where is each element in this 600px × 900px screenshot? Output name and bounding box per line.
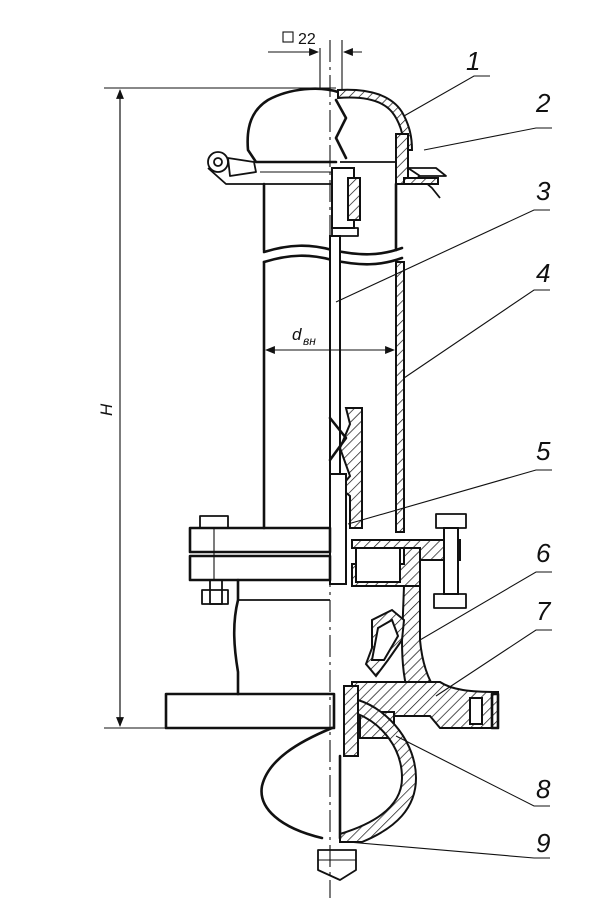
callout-2: 2	[535, 88, 551, 118]
bottom-flange	[164, 681, 500, 730]
middle-flange	[188, 513, 467, 609]
valve-bowl	[260, 685, 418, 881]
callout-9: 9	[536, 828, 550, 858]
diameter-dimension: d вн	[265, 325, 395, 354]
right-latch	[403, 167, 447, 199]
diameter-subscript: вн	[303, 334, 316, 348]
cap-latch	[207, 151, 334, 185]
callout-8: 8	[536, 774, 551, 804]
valve-stem	[328, 235, 363, 585]
diameter-label: d	[292, 325, 302, 344]
callout-4: 4	[536, 258, 550, 288]
square-dimension: 22	[268, 31, 362, 90]
callout-7: 7	[536, 596, 552, 626]
column-body	[262, 167, 405, 533]
leader-lines	[335, 75, 552, 859]
hydrant-cap	[246, 87, 414, 185]
callout-6: 6	[536, 538, 551, 568]
height-label: H	[97, 403, 116, 416]
callout-5: 5	[536, 436, 551, 466]
square-dimension-value: 22	[298, 31, 316, 48]
callout-3: 3	[536, 176, 551, 206]
lower-body	[232, 578, 437, 701]
callout-1: 1	[466, 46, 480, 76]
height-dimension: H	[97, 87, 336, 729]
